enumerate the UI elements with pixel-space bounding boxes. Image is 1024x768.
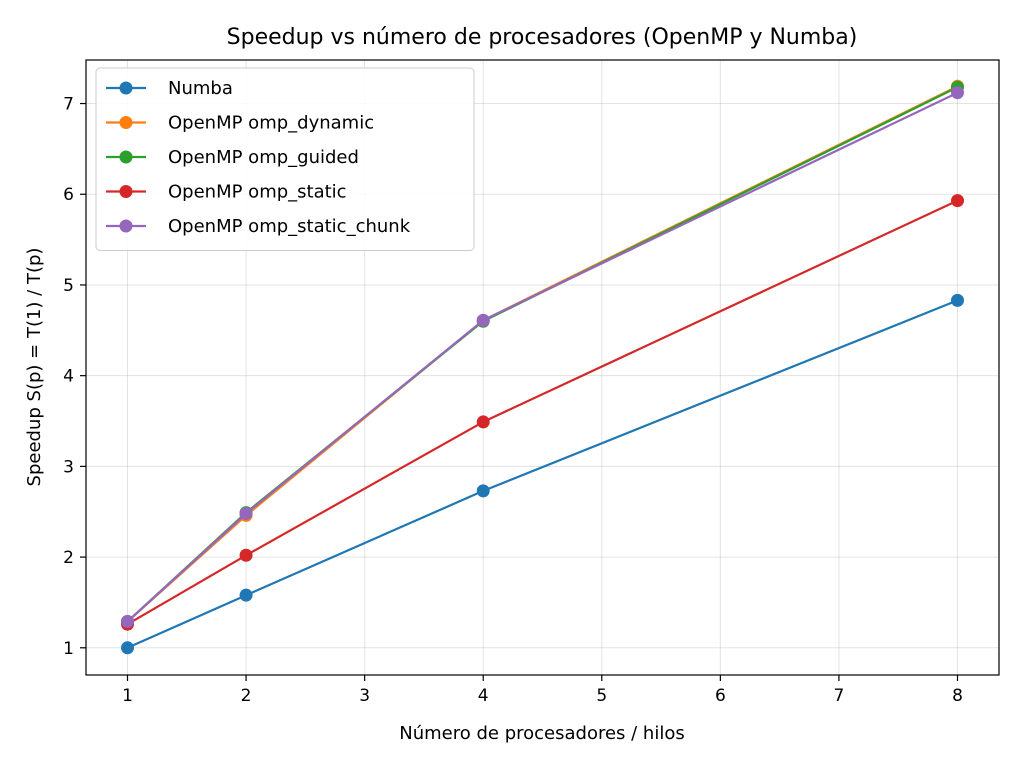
y-axis-label: Speedup S(p) = T(1) / T(p): [24, 248, 45, 487]
legend-box: [95, 67, 475, 251]
series-line: [126, 91, 958, 623]
data-point: [476, 313, 490, 327]
legend-label: OpenMP omp_dynamic: [168, 113, 374, 134]
legend-entry: Numba: [106, 78, 233, 99]
y-tick-label: 1: [63, 639, 74, 659]
plot-frame: [85, 59, 1000, 676]
data-point: [121, 641, 134, 655]
legend-entry: OpenMP omp_static: [106, 182, 347, 203]
y-tick-label: 4: [63, 367, 74, 387]
x-tick-label: 3: [359, 686, 370, 706]
series-line: [126, 199, 958, 626]
data-point: [239, 548, 253, 562]
x-tick-label: 6: [715, 686, 726, 706]
series-0: [121, 293, 964, 655]
x-tick-label: 1: [122, 686, 133, 706]
y-tick-label: 7: [63, 95, 74, 115]
x-tick-label: 7: [834, 686, 845, 706]
series-4: [121, 86, 964, 628]
x-axis-label: Número de procesadores / hilos: [399, 723, 684, 744]
legend-label: OpenMP omp_static_chunk: [168, 216, 411, 237]
x-tick-label: 8: [952, 686, 963, 706]
x-tick-label: 4: [478, 686, 489, 706]
series-line: [127, 299, 958, 649]
data-point: [951, 293, 964, 307]
legend-label: OpenMP omp_static: [168, 182, 347, 203]
data-point: [239, 588, 253, 602]
y-axis-ticks: 1 2 3 4 5 6 7: [63, 95, 86, 659]
data-point: [239, 507, 253, 521]
data-point: [476, 484, 490, 498]
y-tick-label: 2: [63, 548, 74, 568]
y-tick-label: 3: [63, 457, 74, 477]
x-axis-ticks: 1 2 3 4 5 6 7 8: [122, 675, 963, 706]
x-tick-label: 2: [241, 686, 252, 706]
data-point: [951, 194, 964, 208]
data-point: [121, 614, 134, 628]
data-point: [476, 415, 490, 429]
legend-marker: [119, 116, 133, 129]
legend-marker: [119, 81, 133, 95]
legend-marker: [119, 219, 133, 233]
legend-entry: OpenMP omp_static_chunk: [106, 216, 411, 237]
legend-label: OpenMP omp_guided: [168, 147, 359, 168]
data-point: [951, 86, 964, 100]
chart-title: Speedup vs número de procesadores (OpenM…: [227, 25, 858, 50]
x-tick-label: 5: [596, 686, 607, 706]
y-tick-label: 5: [63, 276, 74, 296]
series-3: [121, 194, 964, 631]
legend-marker: [119, 150, 133, 164]
y-tick-label: 6: [63, 185, 74, 205]
legend-label: Numba: [168, 78, 233, 99]
legend-entry: OpenMP omp_dynamic: [106, 113, 374, 134]
legend-entry: OpenMP omp_guided: [106, 147, 359, 168]
legend-marker: [119, 185, 133, 198]
series-layer: [121, 79, 964, 655]
